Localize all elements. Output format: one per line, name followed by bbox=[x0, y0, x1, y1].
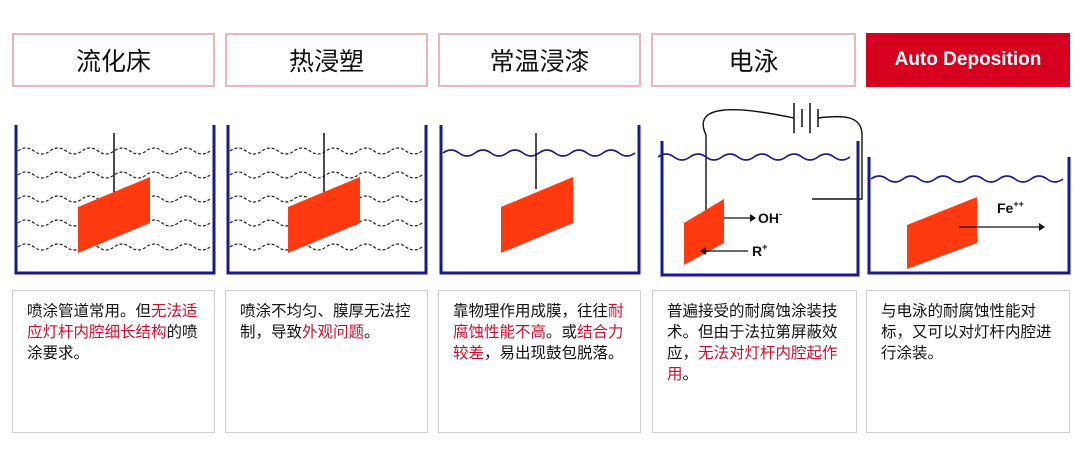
description-fluidized-bed: 喷涂管道常用。但无法适应灯杆内腔细长结构的喷涂要求。 bbox=[12, 290, 215, 433]
wire-left bbox=[702, 109, 795, 210]
tank-auto-deposition: Fe++ bbox=[867, 157, 1071, 275]
header-auto-deposition: Auto Deposition bbox=[866, 33, 1070, 87]
description-auto-deposition: 与电泳的耐腐蚀性能对标，又可以对灯杆内腔进行涂装。 bbox=[866, 290, 1070, 433]
liquid-surface bbox=[870, 175, 1064, 183]
workpiece-plate bbox=[288, 177, 360, 253]
workpiece-plate bbox=[684, 199, 724, 265]
tank-walls bbox=[439, 125, 641, 275]
tank-room-temp-dip bbox=[439, 125, 641, 275]
label-oh: OH- bbox=[758, 209, 782, 226]
description-hot-dip-plastic: 喷涂不均匀、膜厚无法控制，导致外观问题。 bbox=[225, 290, 428, 433]
tank-electrophoresis: OH- R+ bbox=[657, 103, 863, 277]
tank-walls bbox=[226, 125, 428, 275]
tank-hot-dip-plastic bbox=[226, 125, 428, 275]
workpiece-plate bbox=[78, 177, 150, 253]
battery-icon bbox=[793, 103, 819, 133]
liquid-surface bbox=[442, 149, 636, 157]
workpiece-plate bbox=[501, 177, 573, 253]
tank-walls bbox=[867, 157, 1071, 275]
header-room-temp-dip: 常温浸漆 bbox=[438, 33, 641, 87]
tank-fluidized-bed bbox=[14, 125, 216, 275]
liquid-surface bbox=[657, 153, 851, 161]
description-room-temp-dip: 靠物理作用成膜，往往耐腐蚀性能不高。或结合力较差，易出现鼓包脱落。 bbox=[438, 290, 641, 433]
label-r: R+ bbox=[752, 242, 767, 259]
tank-walls bbox=[660, 141, 860, 277]
header-hot-dip-plastic: 热浸塑 bbox=[225, 33, 428, 87]
tank-walls bbox=[14, 125, 216, 275]
label-fe: Fe++ bbox=[997, 199, 1024, 216]
wire-right bbox=[812, 115, 863, 200]
header-fluidized-bed: 流化床 bbox=[12, 33, 215, 87]
description-electrophoresis: 普遍接受的耐腐蚀涂装技术。但由于法拉第屏蔽效应，无法对灯杆内腔起作用。 bbox=[652, 290, 857, 433]
workpiece-plate bbox=[907, 197, 977, 269]
header-electrophoresis: 电泳 bbox=[651, 33, 856, 87]
